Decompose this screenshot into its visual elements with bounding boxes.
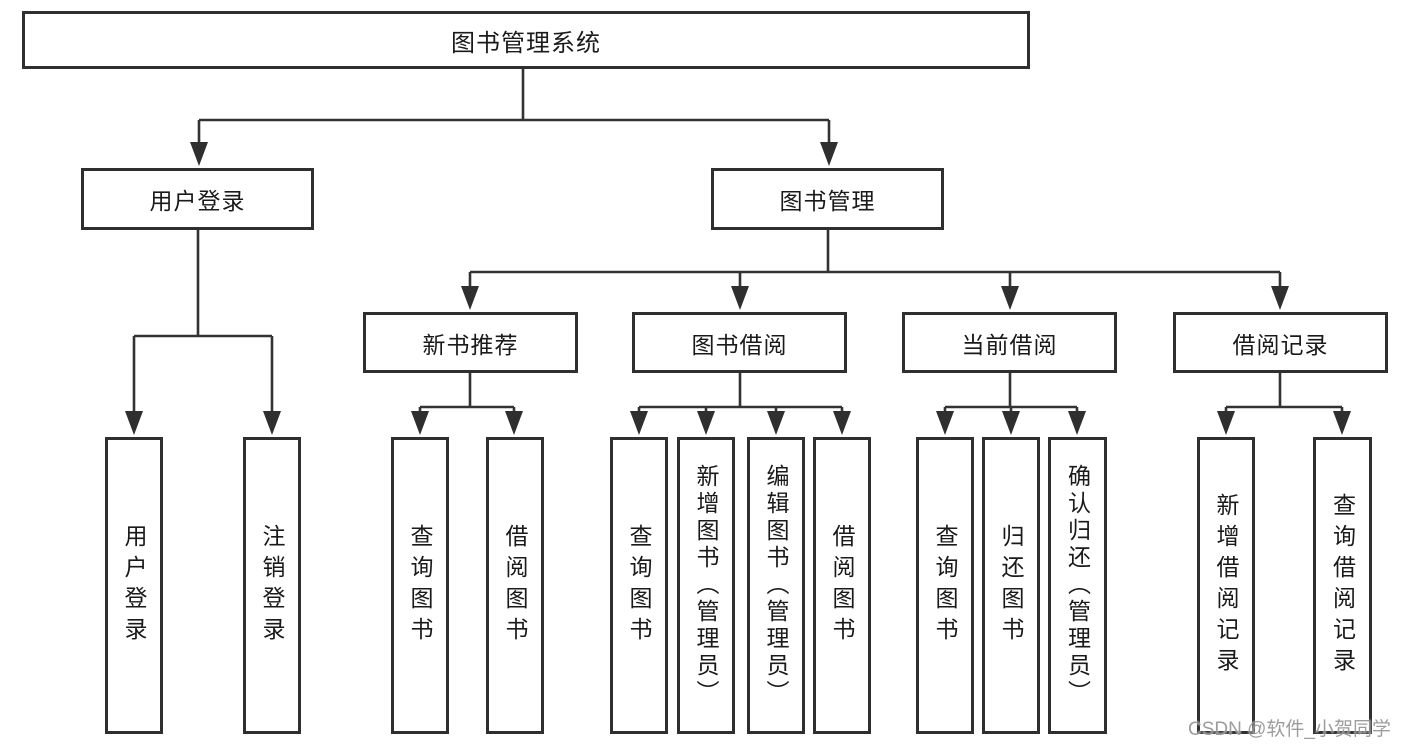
node-return-books: 归还图书 — [982, 437, 1040, 734]
node-query-books-current: 查询图书 — [916, 437, 974, 734]
node-query-books-recommend: 查询图书 — [391, 437, 449, 734]
node-borrow-books-borrow: 借阅图书 — [813, 437, 871, 734]
node-query-books-borrow: 查询图书 — [610, 437, 668, 734]
node-confirm-return-admin: 确认归还（管理员） — [1048, 437, 1107, 734]
node-user-login-leaf: 用户登录 — [105, 437, 163, 734]
node-borrow-books-recommend: 借阅图书 — [486, 437, 544, 734]
node-add-books-admin: 新增图书（管理员） — [677, 437, 735, 734]
arrowhead-icons — [125, 142, 1351, 435]
csdn-watermark: CSDN @软件_小贺同学 — [1188, 719, 1391, 740]
node-new-book-recommend: 新书推荐 — [363, 312, 578, 373]
node-logout: 注销登录 — [243, 437, 301, 734]
node-book-borrow: 图书借阅 — [632, 312, 847, 373]
node-query-borrow-record: 查询借阅记录 — [1313, 437, 1372, 734]
node-book-management: 图书管理 — [711, 168, 944, 230]
node-library-system: 图书管理系统 — [22, 11, 1030, 69]
node-user-login: 用户登录 — [81, 168, 314, 230]
node-current-borrow: 当前借阅 — [902, 312, 1117, 373]
node-add-borrow-record: 新增借阅记录 — [1197, 437, 1255, 734]
node-borrow-records: 借阅记录 — [1173, 312, 1388, 373]
node-edit-books-admin: 编辑图书（管理员） — [747, 437, 805, 734]
